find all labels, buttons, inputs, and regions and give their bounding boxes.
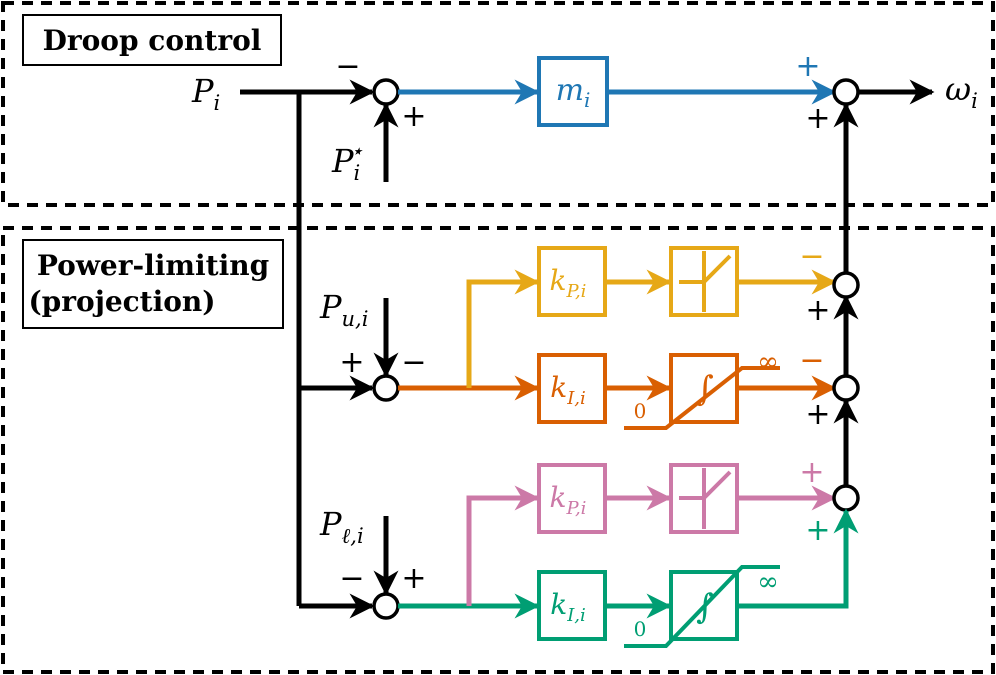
lower-integrator-saturation [624,565,780,648]
lower-int-sign: + [805,513,830,548]
upper-integrator-saturation [624,366,780,430]
out-sum-sign-lower: + [805,101,830,136]
upper-int-sign: − [799,343,824,378]
upper-prop-sign: − [799,239,824,274]
droop-gain-label: mi [556,73,591,112]
lower-prop-gain-block [537,463,607,534]
lower-integrator-symbol: ∫ [696,587,714,627]
upper-prop-summing-junction [832,271,860,299]
lower-summing-junction-right [832,484,860,512]
upper-chain-sign-1: + [805,293,830,328]
upper-int-gain-label: kI,i [550,371,586,409]
upper-int-summing-junction [832,374,860,402]
upper-limit-label: Pu,i [319,288,368,331]
upper-sum-sign-limit: − [401,345,426,380]
lower-summing-junction [372,592,400,620]
upper-prop-limiter-curve [679,251,732,312]
lower-integrator-low-limit: 0 [634,617,647,641]
lower-limit-label: Pℓ,i [319,505,364,548]
lower-integrator-output-wire [737,508,859,609]
lower-sum-sign-input: − [339,561,364,596]
lower-prop-gain-label: kP,i [550,481,587,519]
lower-prop-limiter-curve [679,468,732,529]
limiting-title-box [22,239,284,329]
lower-int-gain-label: kI,i [550,588,586,626]
upper-chain-sign-2: + [805,397,830,432]
lower-integrator-high-limit: ∞ [757,567,779,597]
droop-summing-junction [372,78,400,106]
input-signal-label: Pi [191,72,220,115]
upper-integrator-high-limit: ∞ [757,347,779,377]
limiting-section-frame [1,226,995,674]
upper-split-wire [466,269,540,388]
output-summing-junction [832,78,860,106]
upper-integrator-symbol: ∫ [696,369,714,409]
lower-prop-sign: + [799,455,824,490]
droop-section-frame [1,1,995,207]
out-sum-sign-droop: + [795,49,820,84]
upper-integrator-low-limit: 0 [634,399,647,423]
upper-integrator-block [669,353,739,424]
droop-title: Droop control [43,24,262,57]
output-signal-label: ωi [945,70,978,113]
lower-split-wire [466,485,540,606]
droop-sum-sign-ref: + [401,99,426,134]
lower-sum-sign-limit: + [401,561,426,596]
upper-sum-sign-input: + [339,345,364,380]
reference-signal-label: Pi⋆ [331,139,363,185]
limiting-title-line2: (projection) [28,285,215,318]
lower-int-gain-block [537,570,607,641]
droop-title-box [22,14,282,66]
droop-sum-sign-input: − [335,49,360,84]
upper-prop-gain-label: kP,i [550,264,587,302]
upper-int-gain-block [537,353,607,424]
upper-summing-junction [372,374,400,402]
limiting-title-line1: Power-limiting [37,249,269,282]
